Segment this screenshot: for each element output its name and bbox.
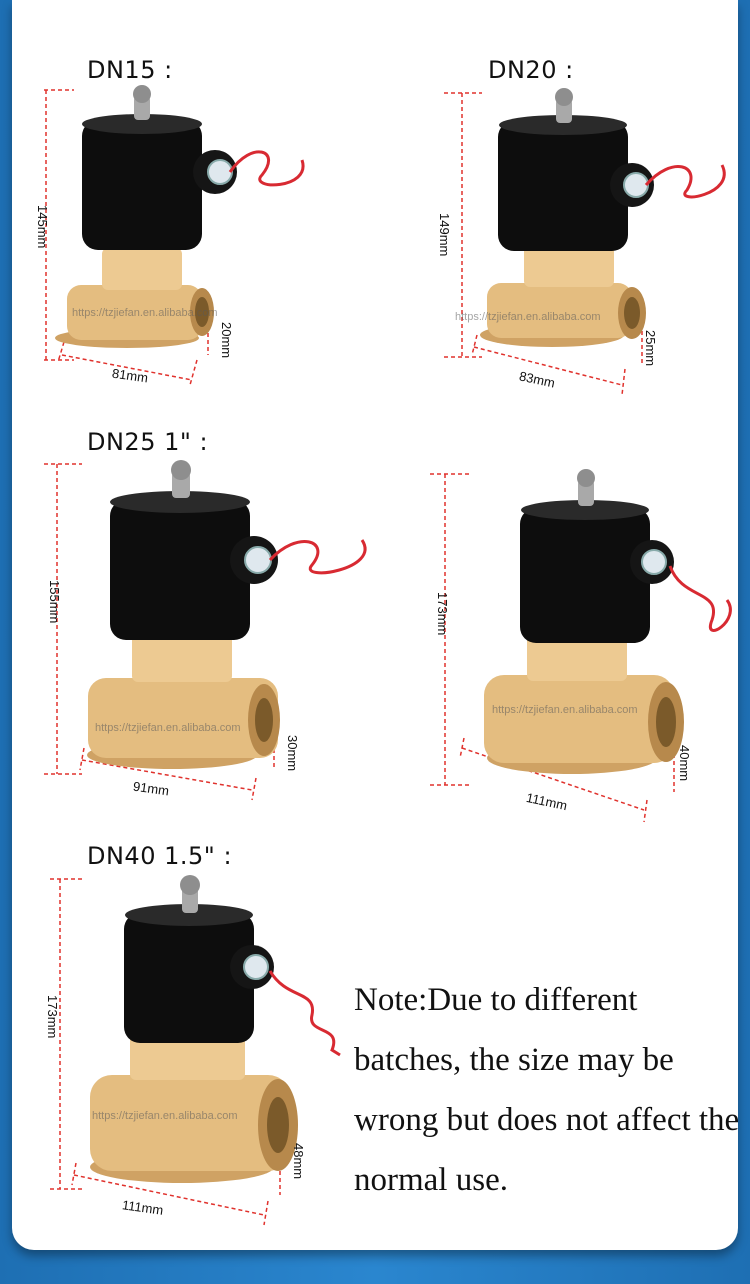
size-label-dn20: DN20 : xyxy=(488,56,574,84)
dim-height-dn15: 145mm xyxy=(35,205,50,249)
dim-height-dn20: 149mm xyxy=(437,213,452,257)
valve-dn32-image xyxy=(430,469,732,823)
size-label-dn25: DN25 1" : xyxy=(87,428,209,456)
dim-height-dn25: 155mm xyxy=(47,580,62,624)
dim-port-dn32: 40mm xyxy=(677,745,692,782)
dim-height-dn40: 173mm xyxy=(45,995,60,1039)
valve-dn15-image xyxy=(44,85,305,386)
watermark-2: https://tzjiefan.en.alibaba.com xyxy=(455,311,601,323)
dim-port-dn40: 48mm xyxy=(291,1143,306,1180)
watermark-3: https://tzjiefan.en.alibaba.com xyxy=(95,722,241,734)
valve-dn20-image xyxy=(444,88,726,396)
dim-port-dn15: 20mm xyxy=(219,322,234,359)
valve-dn25-image xyxy=(44,460,367,801)
watermark-4: https://tzjiefan.en.alibaba.com xyxy=(492,704,638,716)
dim-height-dn32: 173mm xyxy=(435,592,450,636)
size-label-dn15: DN15 : xyxy=(87,56,173,84)
watermark-1: https://tzjiefan.en.alibaba.com xyxy=(72,307,218,319)
product-size-card: DN15 : 145mm 81mm 20mm https://tzjiefan.… xyxy=(12,0,738,1250)
dim-port-dn25: 30mm xyxy=(285,735,300,772)
size-label-dn40: DN40 1.5" : xyxy=(87,842,233,870)
dim-port-dn20: 25mm xyxy=(643,330,658,367)
note-text: Note:Due to different batches, the size … xyxy=(354,982,740,1198)
valve-dn40-image xyxy=(50,875,341,1226)
watermark-5: https://tzjiefan.en.alibaba.com xyxy=(92,1110,238,1122)
